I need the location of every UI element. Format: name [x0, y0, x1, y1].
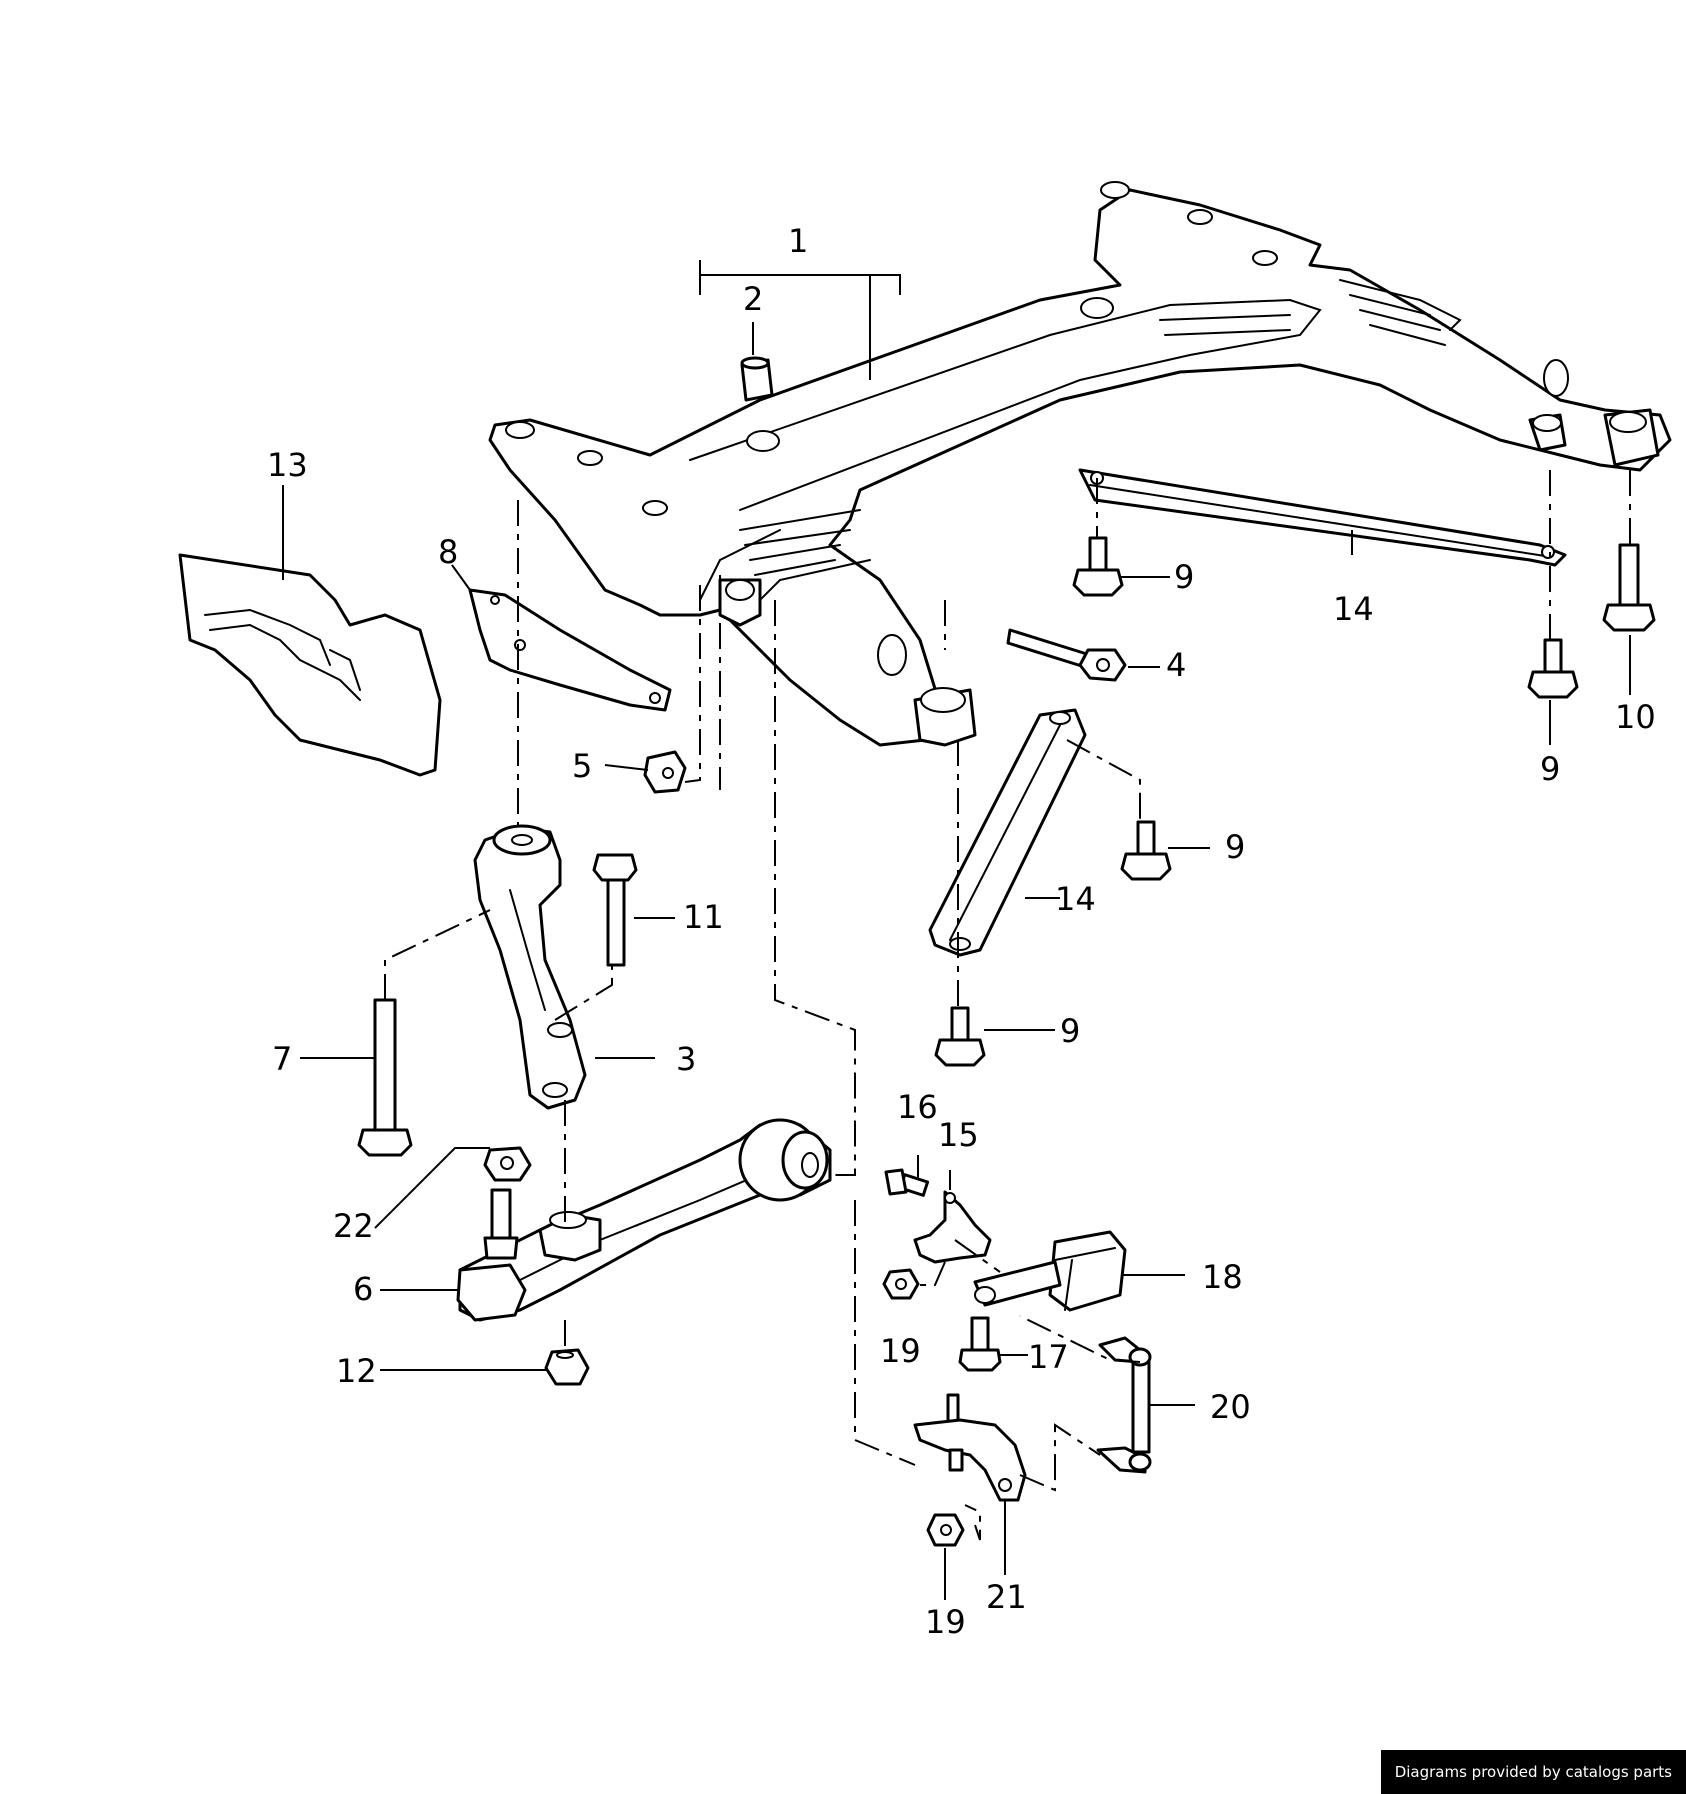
lower-bracket-21 [913, 1393, 1027, 1502]
crossmember [488, 181, 1672, 747]
nut-5 [643, 750, 687, 794]
leader-lines [282, 260, 1631, 1600]
brace-bar-upper [1078, 468, 1567, 567]
heat-shield [178, 553, 442, 777]
callout-9a: 9 [1174, 558, 1194, 596]
bushing-sleeve [740, 356, 774, 402]
credit-badge: Diagrams provided by catalogs parts [1380, 1750, 1686, 1794]
callout-4: 4 [1166, 646, 1186, 684]
callout-9d: 9 [1060, 1012, 1080, 1050]
callout-5: 5 [572, 747, 592, 785]
callout-6: 6 [353, 1270, 373, 1308]
callout-13: 13 [267, 446, 308, 484]
callout-21: 21 [986, 1578, 1027, 1616]
nut-22 [483, 1146, 532, 1182]
bolt-17 [958, 1316, 1002, 1372]
assembly-guide-lines [384, 470, 1631, 1541]
callout-14a: 14 [1333, 590, 1374, 628]
long-flange-bolt-10 [1602, 543, 1656, 632]
callout-9c: 9 [1225, 828, 1245, 866]
callout-19b: 19 [925, 1603, 966, 1641]
callout-3: 3 [676, 1040, 696, 1078]
callout-18: 18 [1202, 1258, 1243, 1296]
callout-14b: 14 [1055, 880, 1096, 918]
flange-bolt-9a [1072, 536, 1124, 597]
callout-7: 7 [272, 1040, 292, 1078]
level-sensor-18 [973, 1230, 1127, 1312]
callout-12: 12 [336, 1352, 377, 1390]
callout-19a: 19 [880, 1332, 921, 1370]
callout-1: 1 [788, 222, 808, 260]
callout-labels: 1 2 3 4 5 6 7 8 9 9 9 9 10 11 12 13 14 1… [267, 222, 1656, 1641]
nut-12 [544, 1348, 590, 1386]
callout-22: 22 [333, 1207, 374, 1245]
lower-control-arm [456, 1118, 832, 1322]
vertical-link-arm [473, 824, 587, 1110]
sensor-bracket-15 [913, 1190, 992, 1264]
callout-9b: 9 [1540, 750, 1560, 788]
callout-17: 17 [1028, 1338, 1069, 1376]
link-rod-20 [1096, 1336, 1152, 1474]
long-bolt-7 [357, 998, 413, 1157]
flange-bolt-9d [934, 1006, 986, 1067]
bracket-plate [468, 588, 672, 712]
nut-19b [926, 1513, 965, 1547]
brace-bar-lower [928, 708, 1087, 957]
callout-10: 10 [1615, 698, 1656, 736]
flange-bolt-9b [1527, 638, 1579, 699]
callout-8: 8 [438, 533, 458, 571]
callout-11: 11 [683, 898, 724, 936]
callout-16: 16 [897, 1088, 938, 1126]
bolt-16 [884, 1168, 930, 1197]
callout-20: 20 [1210, 1388, 1251, 1426]
flange-bolt-9c [1120, 820, 1172, 881]
bolt-11 [592, 853, 638, 967]
long-bolt-with-nut [1006, 628, 1127, 682]
callout-15: 15 [938, 1116, 979, 1154]
nut-19a [882, 1268, 920, 1300]
callout-2: 2 [743, 280, 763, 318]
